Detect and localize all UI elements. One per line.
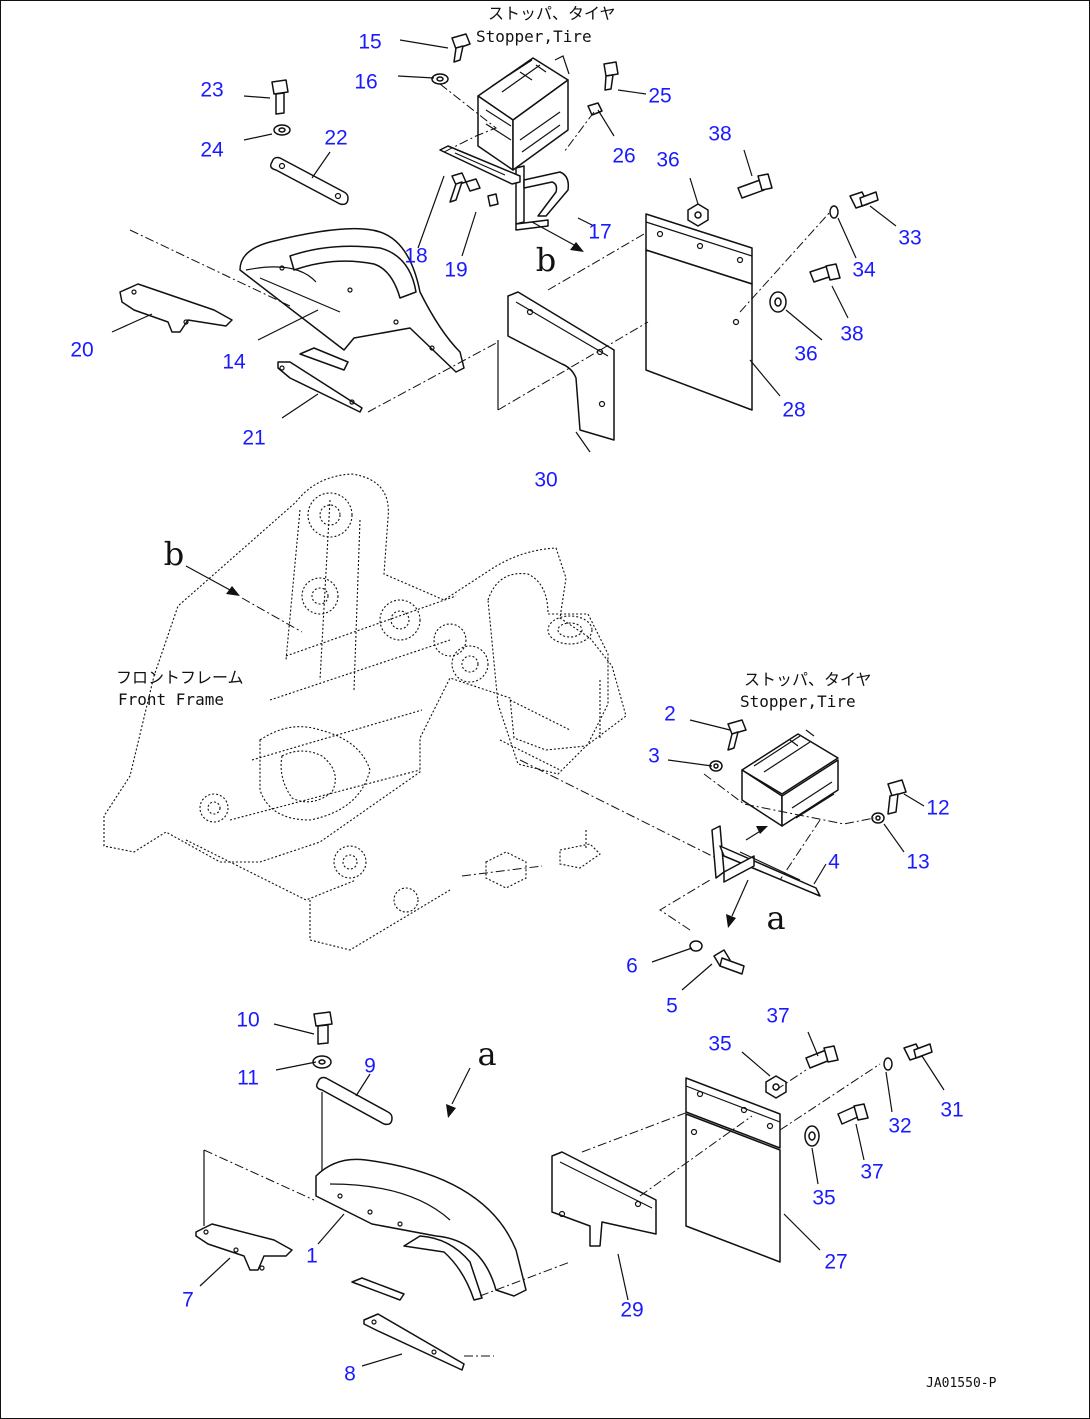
- guard-29-drawing: [551, 1151, 657, 1247]
- callout-15: 15: [358, 30, 382, 54]
- callout-2: 2: [664, 702, 676, 726]
- callout-10: 10: [236, 1008, 260, 1032]
- callout-16: 16: [354, 70, 378, 94]
- callout-1: 1: [306, 1244, 318, 1268]
- callout-19: 19: [444, 258, 468, 282]
- callout-37-lower: 37: [860, 1160, 884, 1184]
- bolt-15-drawing: [451, 33, 471, 63]
- callout-4: 4: [828, 850, 840, 874]
- upper-assembly: [111, 33, 897, 453]
- callout-8: 8: [344, 1362, 356, 1386]
- callout-36-lower: 36: [794, 342, 818, 366]
- plate-21-drawing: [277, 347, 363, 413]
- callout-21: 21: [242, 426, 266, 450]
- callout-20: 20: [70, 338, 94, 362]
- callout-26: 26: [612, 144, 636, 168]
- callout-3: 3: [648, 744, 660, 768]
- tire-stopper-mid-drawing: [651, 719, 925, 991]
- callout-32: 32: [888, 1114, 912, 1138]
- lower-assembly: [195, 1011, 945, 1371]
- callout-38-lower: 38: [840, 322, 864, 346]
- callout-14: 14: [222, 350, 246, 374]
- stopper-tire-top-en: Stopper,Tire: [476, 27, 592, 46]
- tire-stopper-top-drawing: [477, 55, 570, 171]
- callout-17: 17: [588, 220, 612, 244]
- callout-33: 33: [898, 226, 922, 250]
- callout-12: 12: [926, 796, 950, 820]
- callout-30: 30: [534, 468, 558, 492]
- view-a-lower: a: [477, 1035, 497, 1073]
- fender-14-drawing: [239, 227, 465, 373]
- callout-18: 18: [404, 244, 428, 268]
- guard-30-drawing: [507, 291, 615, 441]
- callout-37-upper: 37: [766, 1004, 790, 1028]
- front-frame-drawing: [103, 473, 721, 951]
- drawing-code: JA01550-P: [926, 1376, 997, 1391]
- fender-1-drawing: [315, 1158, 527, 1301]
- callout-35-upper: 35: [708, 1032, 732, 1056]
- front-frame-en: Front Frame: [118, 690, 224, 709]
- callout-29: 29: [620, 1298, 644, 1322]
- callout-31: 31: [940, 1098, 964, 1122]
- callout-34: 34: [852, 258, 876, 282]
- callout-23: 23: [200, 78, 224, 102]
- callout-22: 22: [324, 126, 348, 150]
- stopper-tire-mid-en: Stopper,Tire: [740, 692, 856, 711]
- callout-24: 24: [200, 138, 224, 162]
- callout-28: 28: [782, 398, 806, 422]
- plate-8-drawing: [351, 1277, 465, 1371]
- mudflap-27-drawing: [685, 1077, 781, 1263]
- callout-27: 27: [824, 1250, 848, 1274]
- view-a-mid: a: [766, 899, 786, 937]
- callout-7: 7: [182, 1288, 194, 1312]
- callout-38-upper: 38: [708, 122, 732, 146]
- view-b-upper: b: [535, 241, 557, 279]
- callout-35-lower: 35: [812, 1186, 836, 1210]
- plate-20-drawing: [119, 283, 233, 333]
- callout-11: 11: [237, 1066, 259, 1090]
- front-frame-jp: フロントフレーム: [116, 668, 244, 687]
- callout-6: 6: [626, 954, 638, 978]
- plate-7-drawing: [195, 1223, 293, 1271]
- callout-25: 25: [648, 84, 672, 108]
- mudflap-28-drawing: [645, 213, 753, 411]
- view-b-left: b: [163, 535, 185, 573]
- callout-5: 5: [666, 994, 678, 1018]
- bracket-17-drawing: [515, 165, 570, 231]
- callout-9: 9: [364, 1054, 376, 1078]
- callout-13: 13: [906, 850, 930, 874]
- stopper-tire-mid-jp: ストッパ、タイヤ: [744, 670, 872, 689]
- callout-36-upper: 36: [656, 148, 680, 172]
- stopper-tire-top-jp: ストッパ、タイヤ: [488, 4, 616, 23]
